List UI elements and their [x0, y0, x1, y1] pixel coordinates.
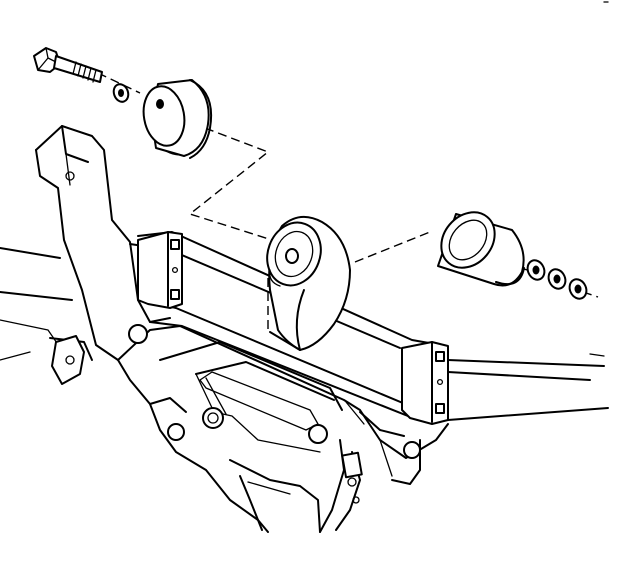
frame — [0, 125, 609, 533]
nut-3 — [568, 278, 588, 300]
mount-bushing — [266, 215, 351, 351]
lower-spacer — [437, 211, 525, 287]
bolt — [33, 47, 103, 83]
washer — [112, 83, 130, 103]
upper-insulator — [142, 79, 212, 159]
nut-1 — [526, 259, 546, 281]
nut-2 — [547, 268, 567, 290]
